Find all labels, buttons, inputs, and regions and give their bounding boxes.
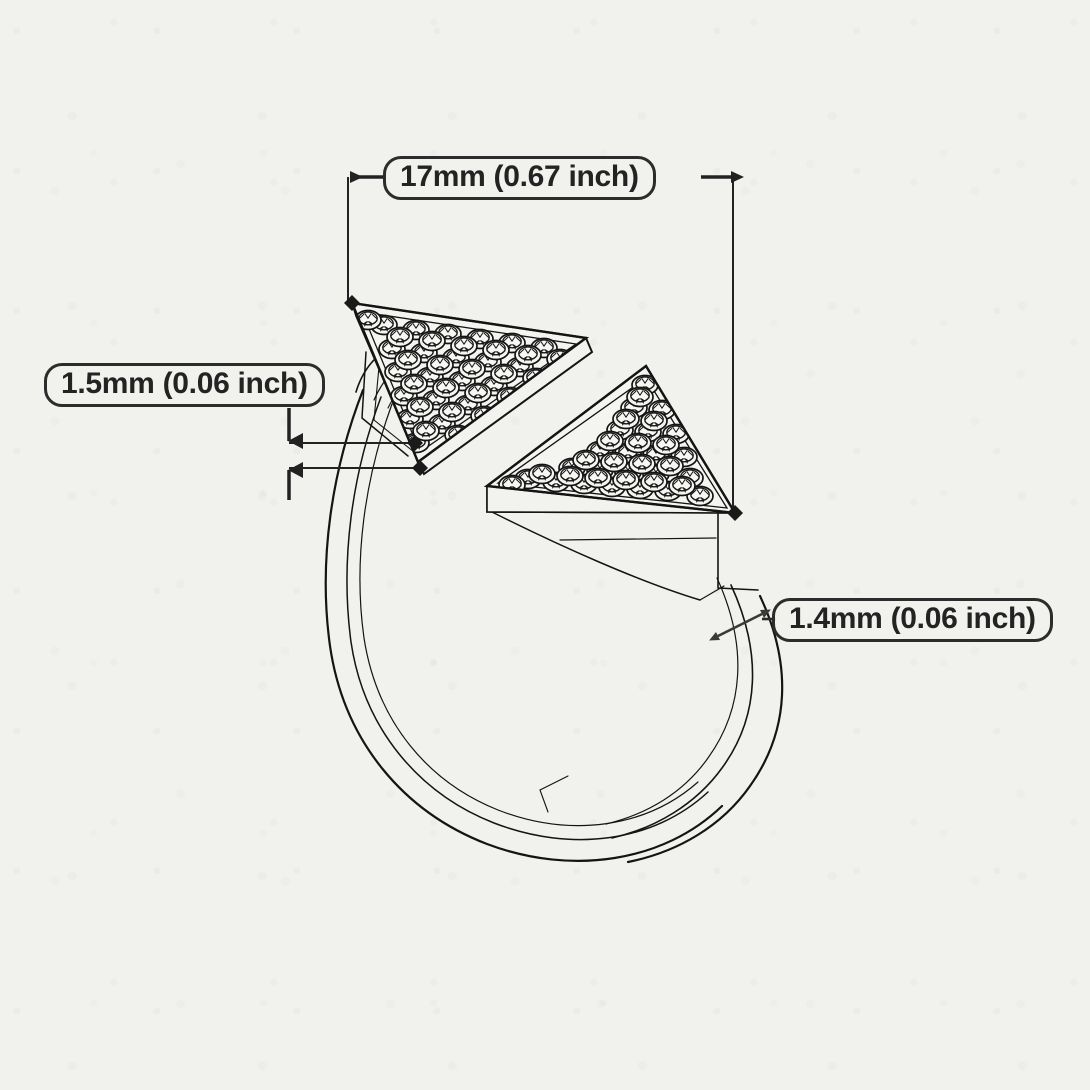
dimension-overall-width (344, 171, 744, 521)
diamond-vertex-marker (344, 295, 360, 311)
dimension-label-overall-width: 17mm (0.67 inch) (383, 156, 656, 200)
dimension-label-band-thickness: 1.4mm (0.06 inch) (772, 598, 1053, 642)
diamond-vertex-marker (412, 460, 428, 476)
diamond-vertex-marker (727, 505, 743, 521)
dimension-label-triangle-thickness: 1.5mm (0.06 inch) (44, 363, 325, 407)
dimension-triangle-thickness (287, 408, 428, 500)
left-pave-triangle (350, 301, 594, 476)
ring-shank (324, 345, 784, 864)
diamond-vertex-marker (407, 435, 423, 451)
right-pave-triangle (483, 364, 738, 515)
